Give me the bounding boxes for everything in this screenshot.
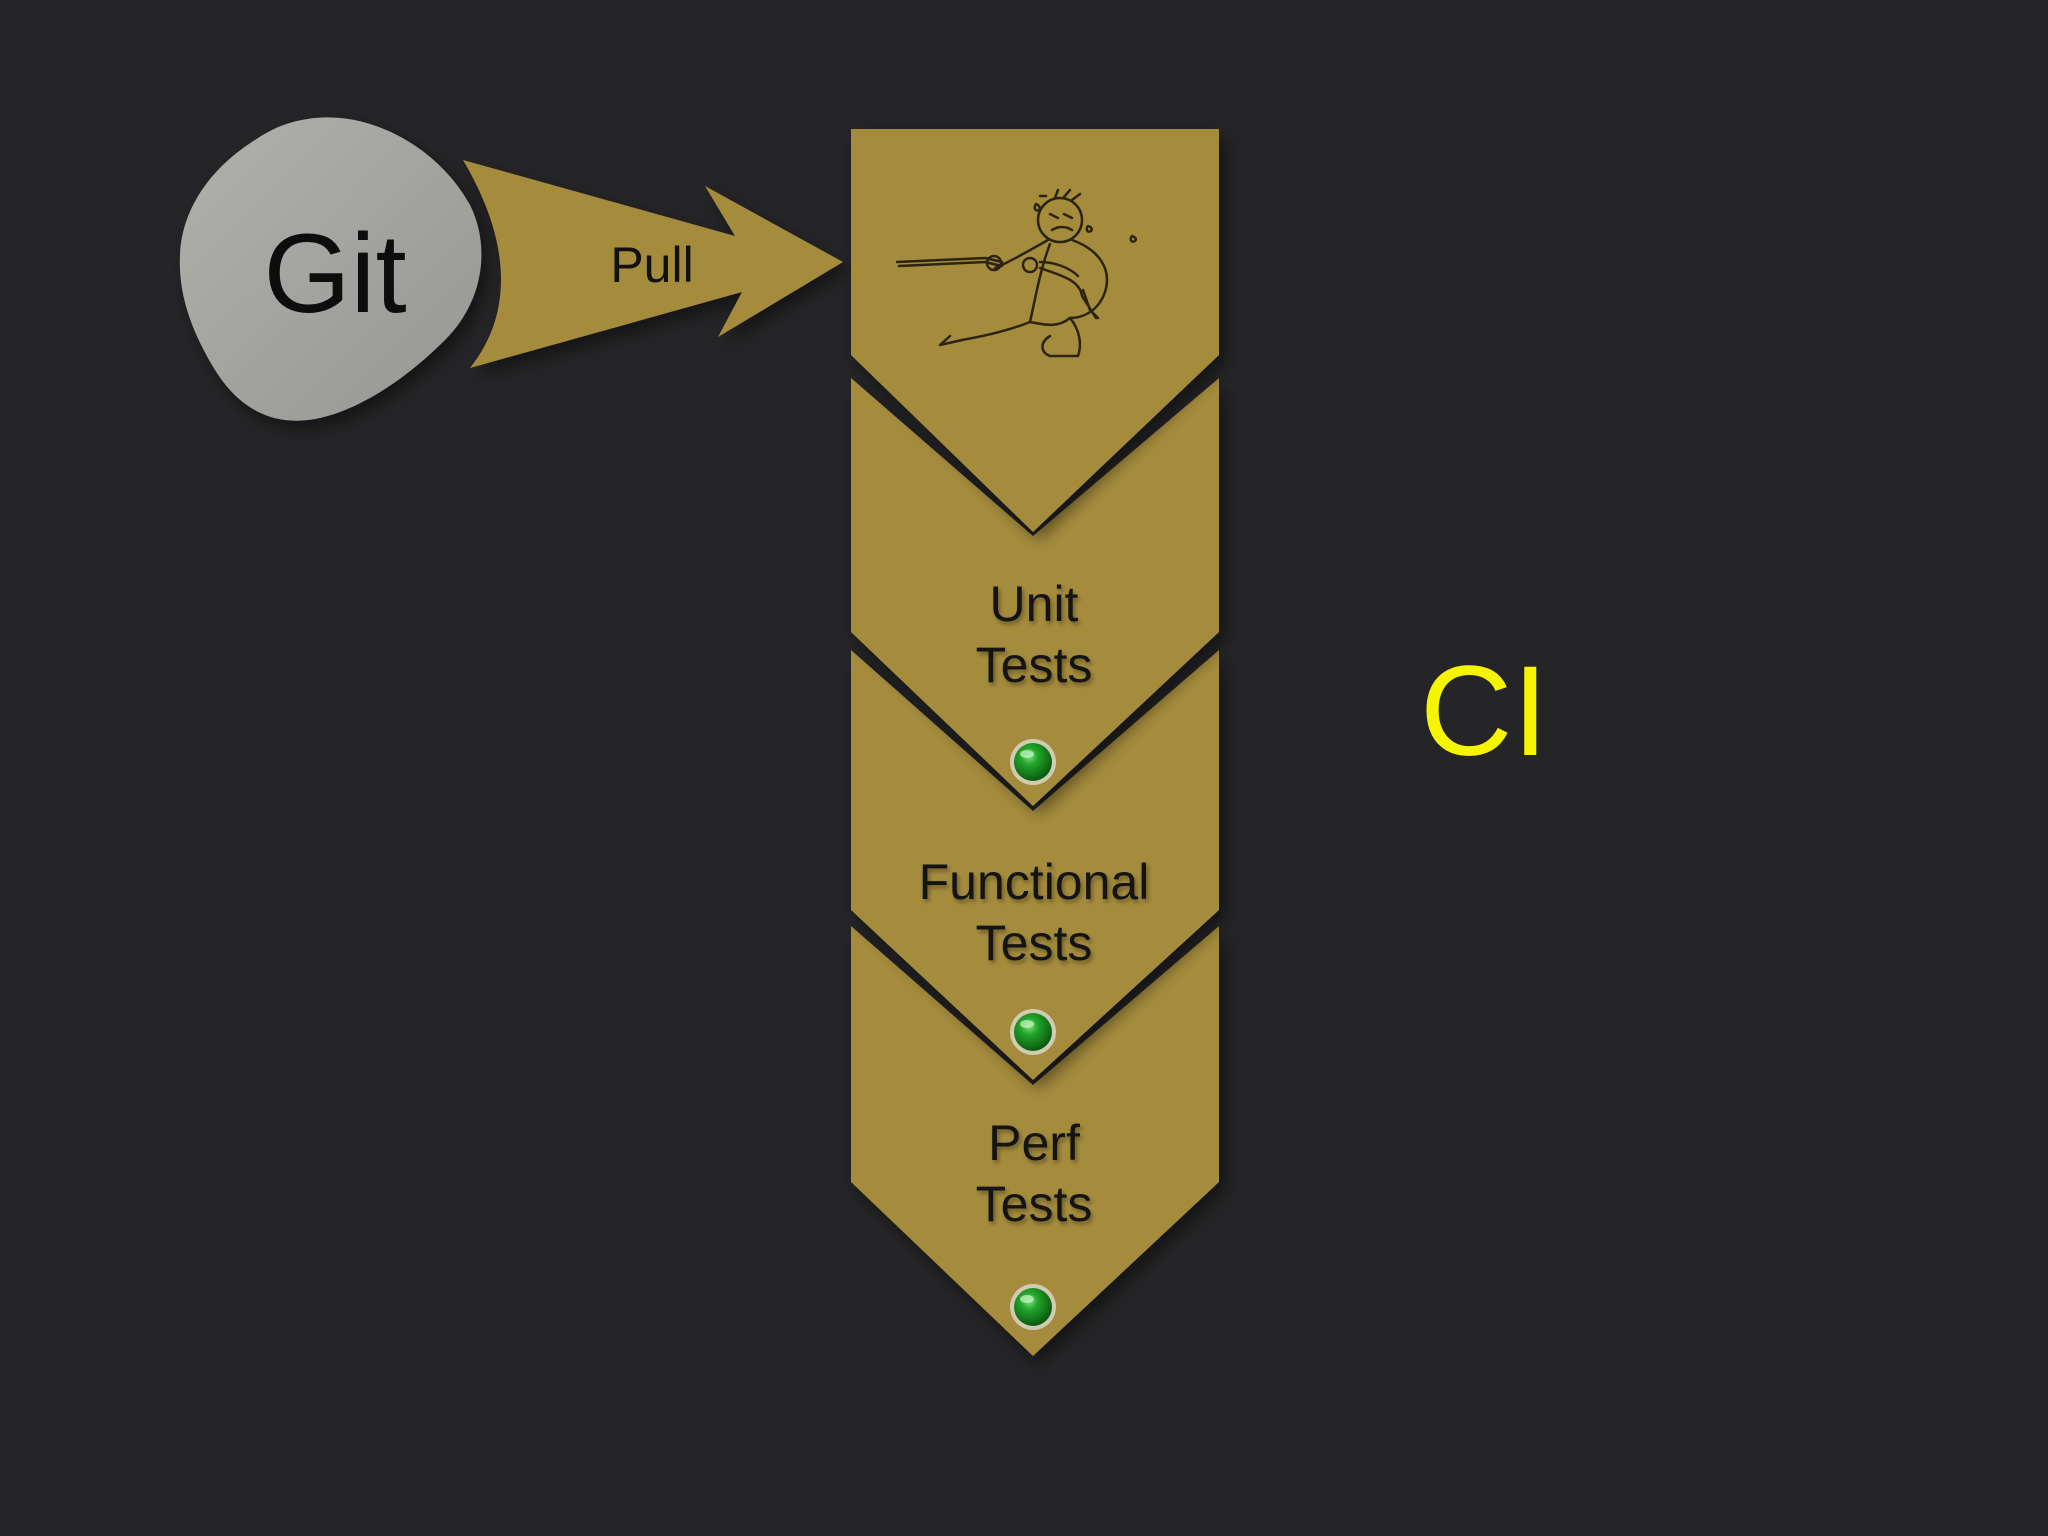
perf-tests-label-line-1: Perf: [988, 1115, 1080, 1171]
pull-label: Pull: [610, 237, 694, 293]
pull-arrow: [463, 160, 843, 368]
unit-tests-label-line-1: Unit: [989, 576, 1079, 632]
status-indicator-functional: [1010, 1009, 1056, 1055]
unit-tests-label: Unit Tests: [880, 574, 1188, 696]
status-indicator-perf: [1010, 1284, 1056, 1330]
pipeline-stage-unit: [851, 378, 1219, 806]
perf-tests-label: Perf Tests: [880, 1113, 1188, 1235]
functional-tests-label: Functional Tests: [880, 852, 1188, 974]
status-indicator-unit: [1010, 739, 1056, 785]
perf-tests-label-line-2: Tests: [975, 1176, 1093, 1232]
functional-tests-label-line-2: Tests: [975, 915, 1093, 971]
pipeline-stage-perf: [851, 926, 1219, 1356]
pipeline-stage-checkout: [851, 129, 1219, 532]
unit-tests-label-line-2: Tests: [975, 637, 1093, 693]
ci-title: CI: [1420, 640, 1548, 783]
rope-pulling-figure-icon: [895, 188, 1138, 358]
functional-tests-label-line-1: Functional: [918, 854, 1150, 910]
git-label: Git: [263, 211, 407, 336]
git-source-shape: [179, 117, 482, 421]
pipeline-stage-functional: [851, 650, 1219, 1080]
